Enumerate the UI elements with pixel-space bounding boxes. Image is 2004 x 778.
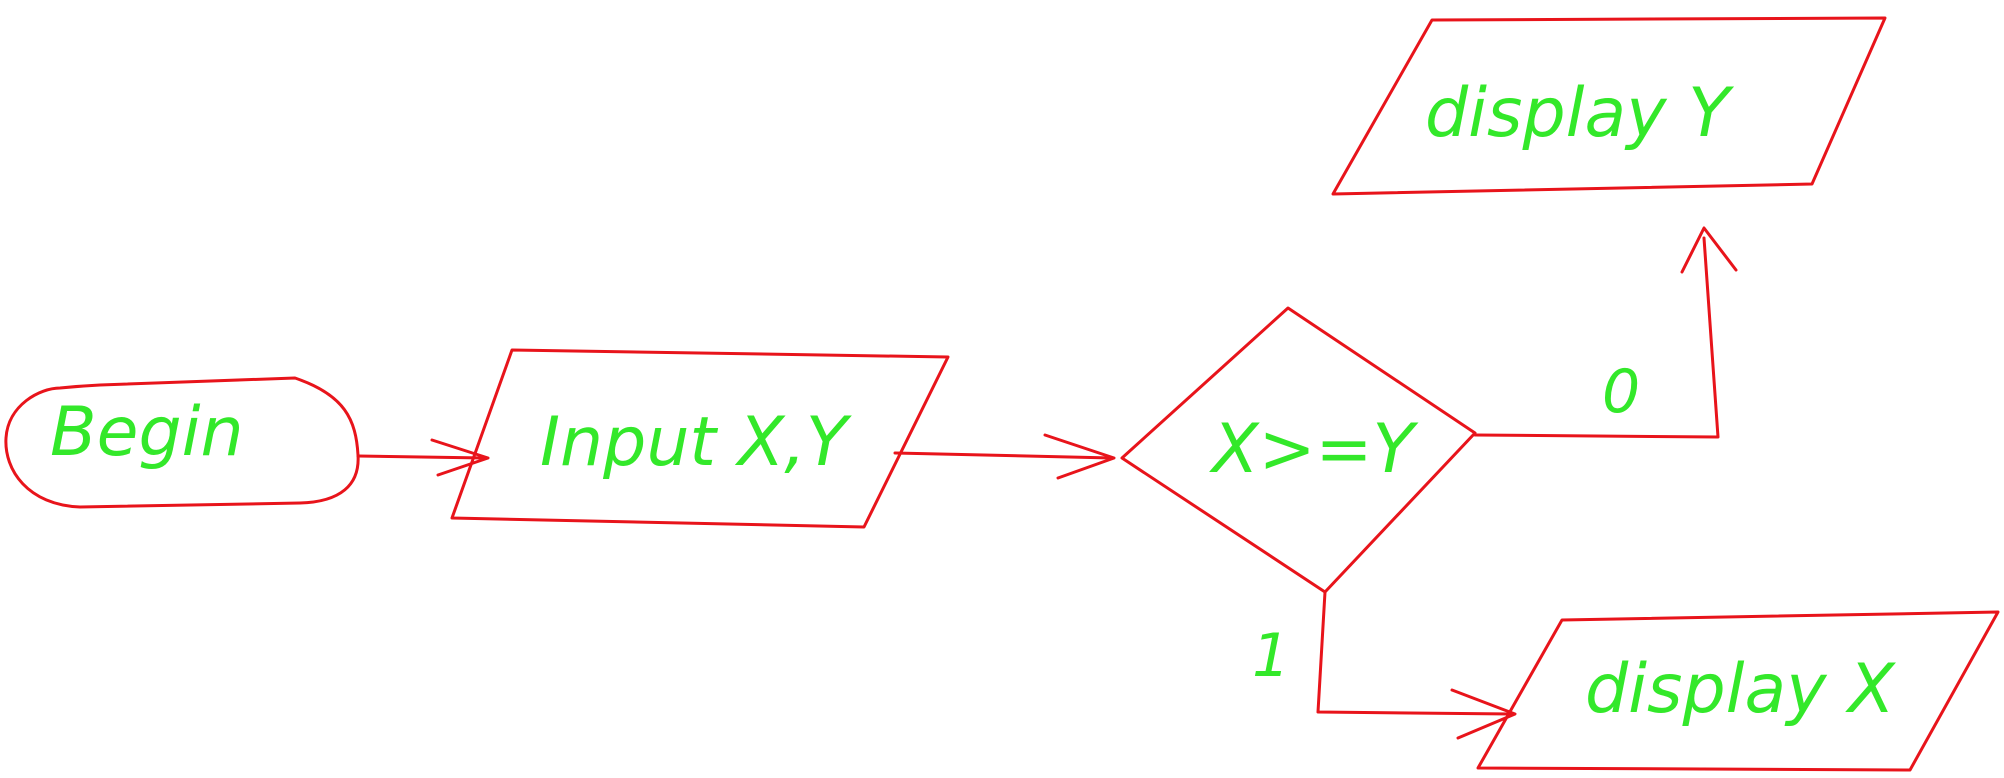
begin-label: Begin <box>50 393 244 472</box>
arrow-input-to-decision <box>893 433 1116 480</box>
input-parallelogram-shape <box>450 348 950 529</box>
display-y-parallelogram-shape <box>1331 16 1887 196</box>
edge-decision-true: 1 <box>1252 590 1517 740</box>
begin-node[interactable]: Begin <box>4 376 360 509</box>
decision-label: X>=Y <box>1209 410 1419 489</box>
arrow-input-to-decision-head <box>1043 433 1116 480</box>
edge-decision-false-label: 0 <box>1602 357 1640 427</box>
arrow-input-to-decision-line <box>893 451 1114 460</box>
arrow-begin-to-input-head <box>430 438 490 477</box>
display-x-label: display X <box>1585 650 1896 729</box>
input-label: Input X,Y <box>540 403 852 482</box>
display-y-label: display Y <box>1425 74 1734 153</box>
edge-decision-true-line <box>1316 590 1514 716</box>
edge-decision-true-label: 1 <box>1252 621 1290 691</box>
input-node[interactable]: Input X,Y <box>450 348 950 529</box>
edge-decision-true-head <box>1450 688 1517 740</box>
display-y-node[interactable]: display Y <box>1331 16 1887 196</box>
display-x-node[interactable]: display X <box>1476 610 2000 772</box>
arrow-begin-to-input-line <box>356 454 487 460</box>
edge-decision-false-head <box>1680 226 1738 274</box>
arrow-begin-to-input <box>356 438 490 477</box>
display-x-parallelogram-shape <box>1476 610 2000 772</box>
edge-decision-false-line <box>1473 236 1720 439</box>
begin-terminator-shape <box>4 376 360 509</box>
decision-node[interactable]: X>=Y <box>1120 306 1477 594</box>
edge-decision-false: 0 <box>1473 226 1738 439</box>
